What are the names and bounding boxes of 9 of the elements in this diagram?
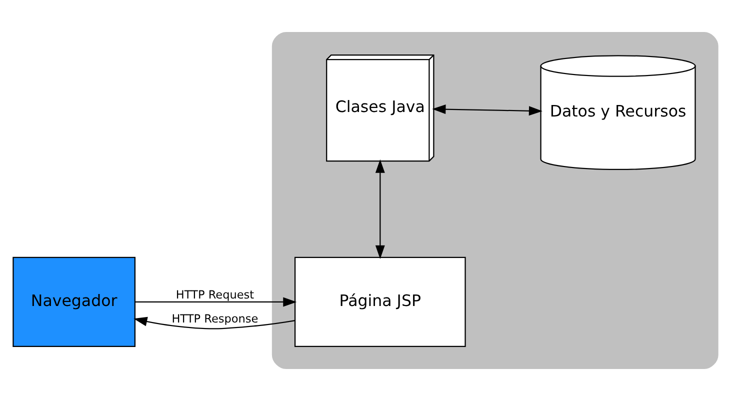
node-box: Página JSP xyxy=(294,256,466,347)
edge-label: HTTP Response xyxy=(172,312,258,325)
arrow xyxy=(135,296,297,306)
arrow xyxy=(375,158,385,258)
arrow xyxy=(432,104,542,116)
arrow xyxy=(134,316,295,329)
cluster xyxy=(272,31,718,369)
node-box: Navegador xyxy=(12,256,136,347)
edge-label: HTTP Request xyxy=(176,288,254,302)
